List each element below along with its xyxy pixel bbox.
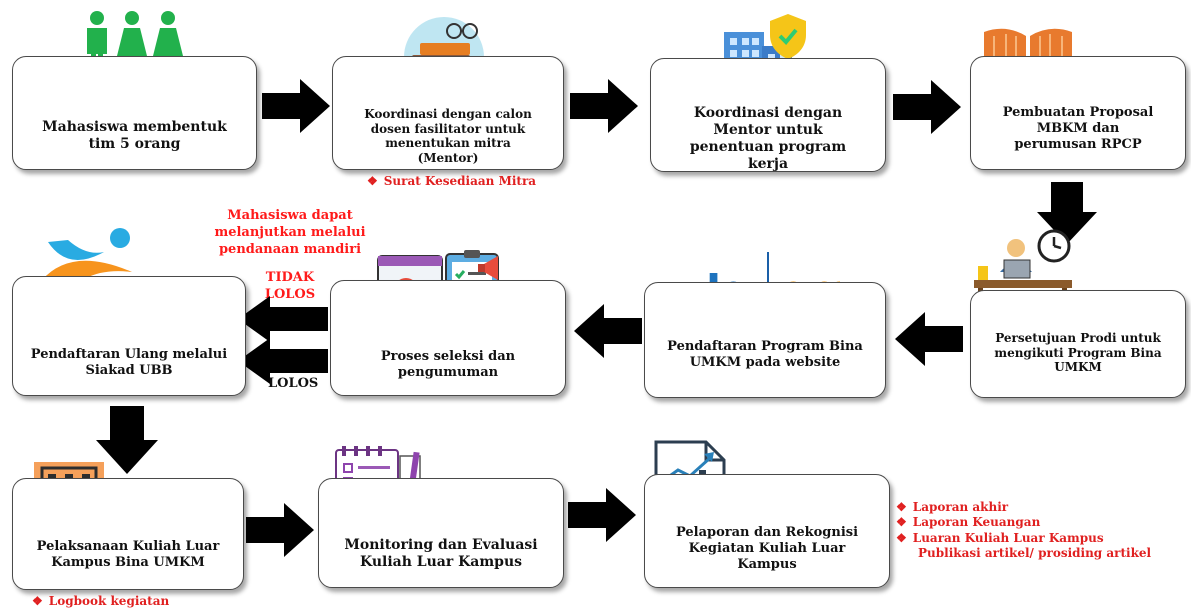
step-3-label: Koordinasi dengan Mentor untuk penentuan…	[689, 105, 847, 173]
arrow-down-icon	[1037, 182, 1097, 244]
step-9-box: Pelaksanaan Kuliah Luar Kampus Bina UMKM	[12, 478, 244, 590]
bullet-icon: ❖	[367, 174, 378, 188]
step-8-box: Pendaftaran Ulang melalui Siakad UBB	[12, 276, 246, 396]
arrow-left-icon	[238, 338, 328, 384]
note-luaran: ❖Luaran Kuliah Luar Kampus	[896, 530, 1104, 545]
step-6-box: Pendaftaran Program Bina UMKM pada websi…	[644, 282, 886, 398]
step-4-box: Pembuatan Proposal MBKM dan perumusan RP…	[970, 56, 1186, 170]
step-6-label: Pendaftaran Program Bina UMKM pada websi…	[667, 339, 863, 370]
step-5-label: Persetujuan Prodi untuk mengikuti Progra…	[994, 331, 1162, 375]
note-logbook-text: Logbook kegiatan	[48, 594, 170, 608]
step-2-box: Koordinasi dengan calon dosen fasilitato…	[332, 56, 564, 170]
note-surat-text: Surat Kesediaan Mitra	[383, 174, 537, 188]
tidak-lolos-label: TIDAK LOLOS	[264, 270, 316, 302]
arrow-down-icon	[96, 406, 158, 474]
note-surat: ❖ Surat Kesediaan Mitra	[367, 174, 536, 189]
arrow-left-icon	[238, 296, 328, 342]
bullet-icon: ❖	[896, 500, 907, 514]
note-logbook: ❖ Logbook kegiatan	[32, 594, 169, 609]
note-publikasi: Publikasi artikel/ prosiding artikel	[918, 546, 1152, 561]
note-laporan-akhir: ❖Laporan akhir	[896, 500, 1009, 514]
notes-reporting: ❖Laporan akhir ❖Laporan Keuangan ❖Luaran…	[896, 500, 1151, 561]
step-10-label: Monitoring dan Evaluasi Kuliah Luar Kamp…	[344, 537, 538, 571]
step-1-label: Mahasiswa membentuk tim 5 orang	[42, 119, 227, 153]
note-laporan-keuangan: ❖Laporan Keuangan	[896, 515, 1041, 530]
step-11-box: Pelaporan dan Rekognisi Kegiatan Kuliah …	[644, 474, 890, 588]
step-8-label: Pendaftaran Ulang melalui Siakad UBB	[30, 347, 228, 378]
bullet-icon: ❖	[896, 515, 907, 530]
arrow-right-icon	[262, 79, 330, 133]
arrow-right-icon	[246, 503, 314, 557]
bullet-icon: ❖	[896, 530, 907, 545]
step-5-box: Persetujuan Prodi untuk mengikuti Progra…	[970, 290, 1186, 398]
step-7-box: Proses seleksi dan pengumuman	[330, 280, 566, 396]
arrow-left-icon	[574, 304, 642, 358]
step-10-box: Monitoring dan Evaluasi Kuliah Luar Kamp…	[318, 478, 564, 588]
arrow-right-icon	[570, 79, 638, 133]
step-2-label: Koordinasi dengan calon dosen fasilitato…	[364, 107, 532, 165]
step-11-label: Pelaporan dan Rekognisi Kegiatan Kuliah …	[675, 525, 859, 572]
step-3-box: Koordinasi dengan Mentor untuk penentuan…	[650, 58, 886, 172]
step-1-box: Mahasiswa membentuk tim 5 orang	[12, 56, 257, 170]
step-7-label: Proses seleksi dan pengumuman	[380, 349, 516, 380]
lolos-label: LOLOS	[268, 376, 319, 391]
arrow-right-icon	[893, 80, 961, 134]
bullet-icon: ❖	[32, 594, 43, 608]
tidak-lolos-note: Mahasiswa dapat melanjutkan melalui pend…	[214, 208, 366, 257]
step-4-label: Pembuatan Proposal MBKM dan perumusan RP…	[1002, 105, 1154, 152]
step-9-label: Pelaksanaan Kuliah Luar Kampus Bina UMKM	[36, 539, 220, 570]
arrow-left-icon	[895, 312, 963, 366]
arrow-right-icon	[568, 488, 636, 542]
